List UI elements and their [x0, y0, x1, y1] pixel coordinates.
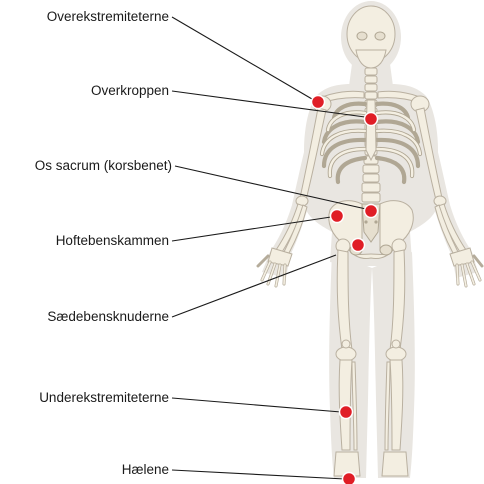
- label-upper-body: Overkroppen: [91, 83, 169, 98]
- leader-iliac-crest: [172, 217, 331, 241]
- marker-sacrum: [365, 205, 378, 218]
- leader-upper-extremities: [172, 17, 312, 99]
- marker-upper-extremities: [312, 96, 325, 109]
- skeleton: [258, 6, 482, 476]
- label-heels: Hælene: [122, 462, 169, 477]
- marker-iliac-crest: [331, 210, 344, 223]
- label-sacrum: Os sacrum (korsbenet): [35, 158, 172, 173]
- leader-lower-extremities: [172, 398, 341, 412]
- marker-heels: [343, 473, 356, 484]
- label-iliac-crest: Hoftebenskammen: [56, 233, 169, 248]
- label-upper-extremities: Overekstremiteterne: [47, 9, 169, 24]
- marker-ischial-tuberosities: [352, 239, 365, 252]
- labels: Overekstremiteterne Overkroppen Os sacru…: [35, 9, 172, 477]
- label-ischial-tuberosities: Sædebensknuderne: [47, 309, 169, 324]
- label-lower-extremities: Underekstremiteterne: [39, 390, 169, 405]
- marker-lower-extremities: [340, 406, 353, 419]
- leader-heels: [172, 470, 345, 479]
- marker-upper-body: [365, 113, 378, 126]
- leader-ischial-tuberosities: [172, 255, 336, 317]
